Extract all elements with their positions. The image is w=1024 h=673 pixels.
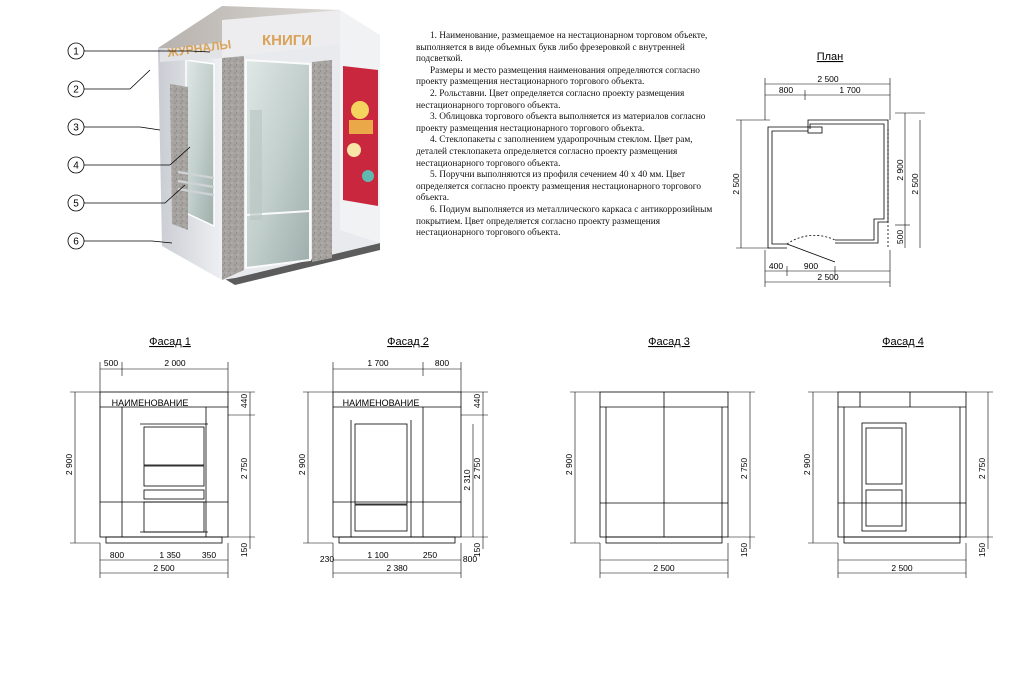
- facade-dim-right-top: 440: [472, 394, 482, 408]
- facade-dim-right: 2 750: [239, 458, 249, 480]
- note-5: 4. Стеклопакеты с заполнением ударопрочн…: [416, 135, 693, 169]
- note-1: 1. Наименование, размещаемое на нестацио…: [416, 31, 708, 65]
- facade-dim-bottom-c: 250: [423, 550, 437, 560]
- facade-dim-right-mid: 2 310: [462, 469, 472, 491]
- note-2: Размеры и место размещения наименования …: [416, 65, 700, 88]
- facade-dim-bottom-d: 800: [463, 554, 477, 564]
- facade-dim-left: 2 900: [802, 454, 812, 476]
- facade-dim-bottom-total: 2 500: [153, 563, 175, 573]
- plan-dim-top-b: 1 700: [839, 85, 861, 95]
- plan-dim-top-a: 800: [779, 85, 793, 95]
- note-7: 6. Подиум выполняется из металлического …: [416, 204, 713, 239]
- plan-dim-right-c: 500: [895, 230, 905, 244]
- plan-dim-left: 2 500: [731, 173, 741, 195]
- facade-3: Фасад 3 2 900 2 750 150 2 500: [564, 336, 755, 578]
- poster: [343, 66, 378, 206]
- plan-dim-bottom-b: 900: [804, 261, 818, 271]
- callout-number: 5: [73, 199, 79, 210]
- callout-number: 1: [73, 47, 79, 58]
- floor-plan: План: [731, 51, 925, 287]
- callout-2: 2: [67, 69, 151, 98]
- facade-dim-left: 2 900: [297, 454, 307, 476]
- facade-dim-right-bottom: 150: [472, 543, 482, 557]
- front-column-right: [312, 60, 332, 262]
- note-6: 5. Поручни выполняются из профиля сечени…: [416, 170, 701, 204]
- handrails: [177, 170, 215, 197]
- callout-number: 3: [73, 123, 79, 134]
- facade-dim-bottom-a: 230: [320, 554, 334, 564]
- facade-dim-right: 2 750: [977, 458, 987, 480]
- facade-dim-top-b: 800: [435, 358, 449, 368]
- facade-dim-bottom-total: 2 500: [653, 563, 675, 573]
- callout-3: 3: [67, 118, 161, 136]
- facade-dim-top-a: 500: [104, 358, 118, 368]
- facade-dim-right: 2 750: [472, 458, 482, 480]
- callout-5: 5: [67, 184, 186, 212]
- facade-dim-top-a: 1 700: [367, 358, 389, 368]
- facade-4: Фасад 4 2 900 2 750 150 2 500: [802, 336, 993, 578]
- facade-dim-left: 2 900: [64, 454, 74, 476]
- callout-4: 4: [67, 146, 191, 174]
- note-3: 2. Рольставни. Цвет определяется согласн…: [416, 88, 685, 111]
- front-column-left: [222, 56, 244, 280]
- facade-dim-bottom-b: 1 100: [367, 550, 389, 560]
- plan-dim-bottom-a: 400: [769, 261, 783, 271]
- plan-title: План: [817, 51, 844, 63]
- sign-books: КНИГИ: [262, 32, 312, 49]
- facade-title: Фасад 1: [149, 336, 191, 348]
- facade-title: Фасад 4: [882, 336, 924, 348]
- facade-dim-top-b: 2 000: [164, 358, 186, 368]
- facade-2: Фасад 2 НАИМЕНОВАНИЕ 2 900 2 750 150 440 2 310…: [297, 336, 488, 578]
- callout-list: 1 2 3 4 5 6: [67, 42, 211, 250]
- plan-dim-bottom-total: 2 500: [817, 272, 839, 282]
- facade-1: Фасад 1 НАИМЕНОВАНИЕ 2 900 2 750 150 440 500 2 …: [64, 336, 255, 578]
- facade-label: НАИМЕНОВАНИЕ: [112, 398, 189, 408]
- facade-dim-bottom-a: 800: [110, 550, 124, 560]
- left-window: [185, 59, 215, 228]
- facade-title: Фасад 2: [387, 336, 429, 348]
- callout-number: 6: [73, 237, 79, 248]
- callout-number: 2: [73, 85, 79, 96]
- note-4: 3. Облицовка торгового объекта выполняет…: [416, 112, 706, 134]
- facade-dim-bottom-b: 1 350: [159, 550, 181, 560]
- facade-dim-right-bottom: 150: [739, 543, 749, 557]
- front-fascia: [222, 10, 340, 58]
- facade-label: НАИМЕНОВАНИЕ: [343, 398, 420, 408]
- callout-6: 6: [67, 232, 173, 250]
- facade-dim-right-bottom: 150: [977, 543, 987, 557]
- facade-dim-right: 2 750: [739, 458, 749, 480]
- facade-dim-bottom-total: 2 500: [891, 563, 913, 573]
- facade-dim-right-top: 440: [239, 394, 249, 408]
- plan-dim-top-total: 2 500: [817, 74, 839, 84]
- facades-row: Фасад 1 НАИМЕНОВАНИЕ 2 900 2 750 150 440 500 2 …: [64, 336, 993, 578]
- facade-dim-bottom-total: 2 380: [386, 563, 408, 573]
- callout-number: 4: [73, 161, 79, 172]
- facade-title: Фасад 3: [648, 336, 690, 348]
- facade-dim-bottom-c: 350: [202, 550, 216, 560]
- facade-dim-left: 2 900: [564, 454, 574, 476]
- notes-block: 1. Наименование, размещаемое на нестацио…: [416, 31, 716, 240]
- plan-dim-right-b: 2 500: [910, 173, 920, 195]
- plan-dim-right-a: 2 900: [895, 159, 905, 181]
- callout-1: 1: [67, 42, 211, 60]
- facade-dim-right-bottom: 150: [239, 543, 249, 557]
